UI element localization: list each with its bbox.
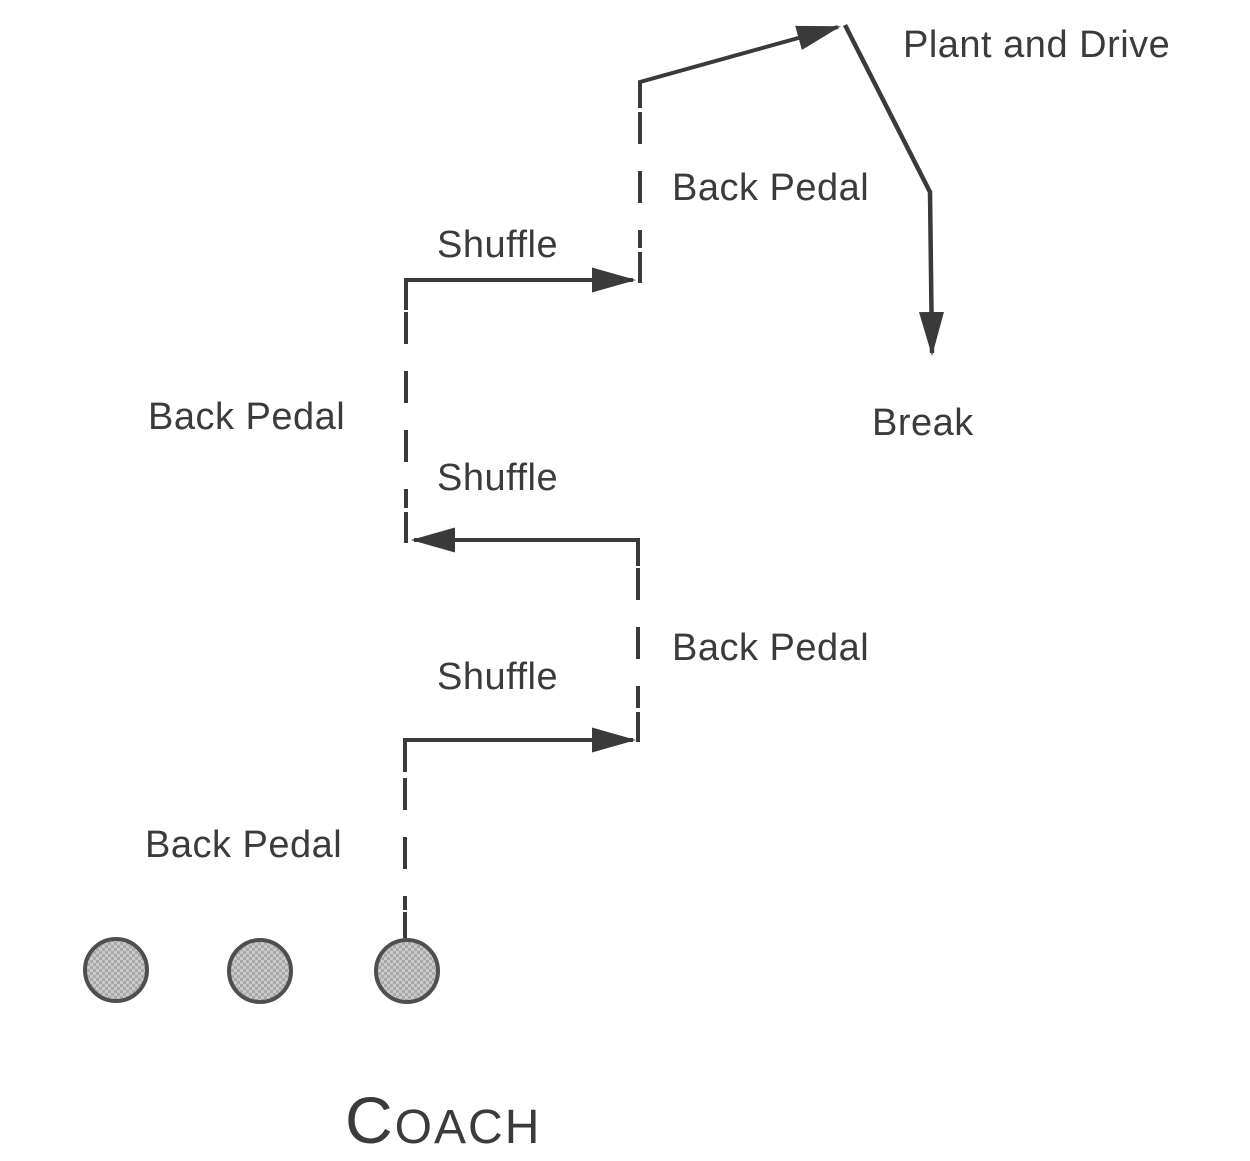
label-shuffle-3: Shuffle	[437, 224, 559, 266]
shuffle-2-arrow	[411, 527, 640, 566]
label-back-pedal-2: Back Pedal	[672, 627, 870, 669]
player-marker-3	[374, 938, 440, 1004]
player-marker-1	[83, 937, 149, 1003]
label-shuffle-1: Shuffle	[437, 656, 559, 698]
shuffle-3-arrow	[404, 267, 636, 310]
shuffle-1-arrow	[403, 727, 636, 772]
label-coach: COACH	[345, 1087, 541, 1153]
label-plant-and-drive: Plant and Drive	[903, 24, 1171, 66]
coach-rest: OACH	[394, 1101, 542, 1154]
label-break: Break	[872, 402, 974, 444]
label-back-pedal-1: Back Pedal	[145, 824, 343, 866]
player-marker-2	[227, 938, 293, 1004]
break-arrow	[842, 23, 944, 356]
label-back-pedal-3: Back Pedal	[148, 396, 346, 438]
coach-initial: C	[345, 1083, 395, 1157]
label-shuffle-2: Shuffle	[437, 457, 559, 499]
plant-and-drive-arrow	[638, 25, 841, 108]
label-back-pedal-4: Back Pedal	[672, 167, 870, 209]
